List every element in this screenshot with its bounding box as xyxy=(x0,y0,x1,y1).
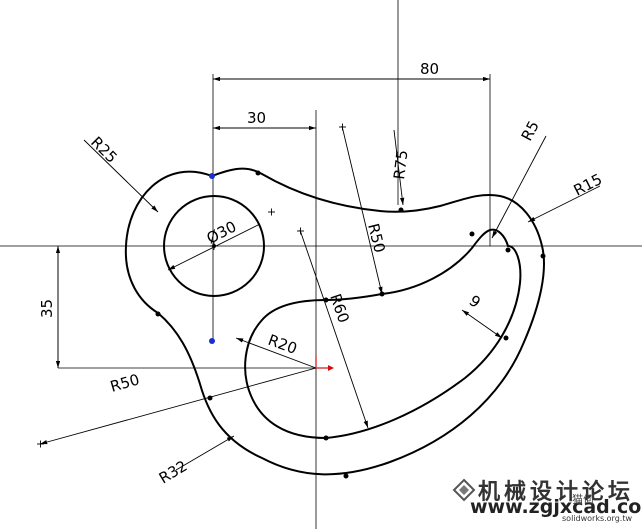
inner-slot-profile xyxy=(244,228,522,440)
r60-leader xyxy=(299,229,369,429)
hole-circle xyxy=(163,195,265,297)
r20-leader xyxy=(235,337,317,369)
r15-label: R15 xyxy=(571,170,605,199)
r32-label: R32 xyxy=(156,457,191,488)
origin-mark xyxy=(315,356,334,371)
watermark-site-url: www.zgjxcad.com xyxy=(470,496,642,518)
dimension-lines xyxy=(39,76,601,471)
forum-logo-icon xyxy=(452,478,476,502)
outer-profile xyxy=(124,167,545,476)
dim-35-label: 35 xyxy=(38,299,56,318)
dim-80-label: 80 xyxy=(420,60,439,78)
watermark-sw-name: 猫何 xyxy=(572,493,594,506)
center-marks xyxy=(37,123,346,448)
r15-leader xyxy=(527,185,601,223)
r25-label: R25 xyxy=(87,133,121,167)
watermark-site-name: 机械设计论坛 xyxy=(478,479,635,505)
r5-leader xyxy=(491,135,547,239)
r25-leader xyxy=(83,139,159,213)
dim-9-label: 9 xyxy=(466,292,484,312)
r50-upper-label: R50 xyxy=(364,222,389,255)
watermark-sw-url: solidworks.org.tw xyxy=(562,514,632,523)
r32-leader xyxy=(175,435,235,471)
r50-lower-label: R50 xyxy=(108,370,141,395)
r60-label: R60 xyxy=(326,291,353,325)
dim9-line xyxy=(461,309,503,339)
blue-points xyxy=(209,173,215,344)
r5-label: R5 xyxy=(518,118,543,144)
sketch-points xyxy=(155,170,546,479)
r50-upper-leader xyxy=(341,125,383,295)
construction-lines xyxy=(57,74,491,369)
r50-lower-leader xyxy=(39,367,317,445)
r75-label: R75 xyxy=(390,149,411,180)
dim-30-label: 30 xyxy=(247,109,266,127)
r75-leader xyxy=(393,129,405,206)
r20-label: R20 xyxy=(266,331,300,358)
